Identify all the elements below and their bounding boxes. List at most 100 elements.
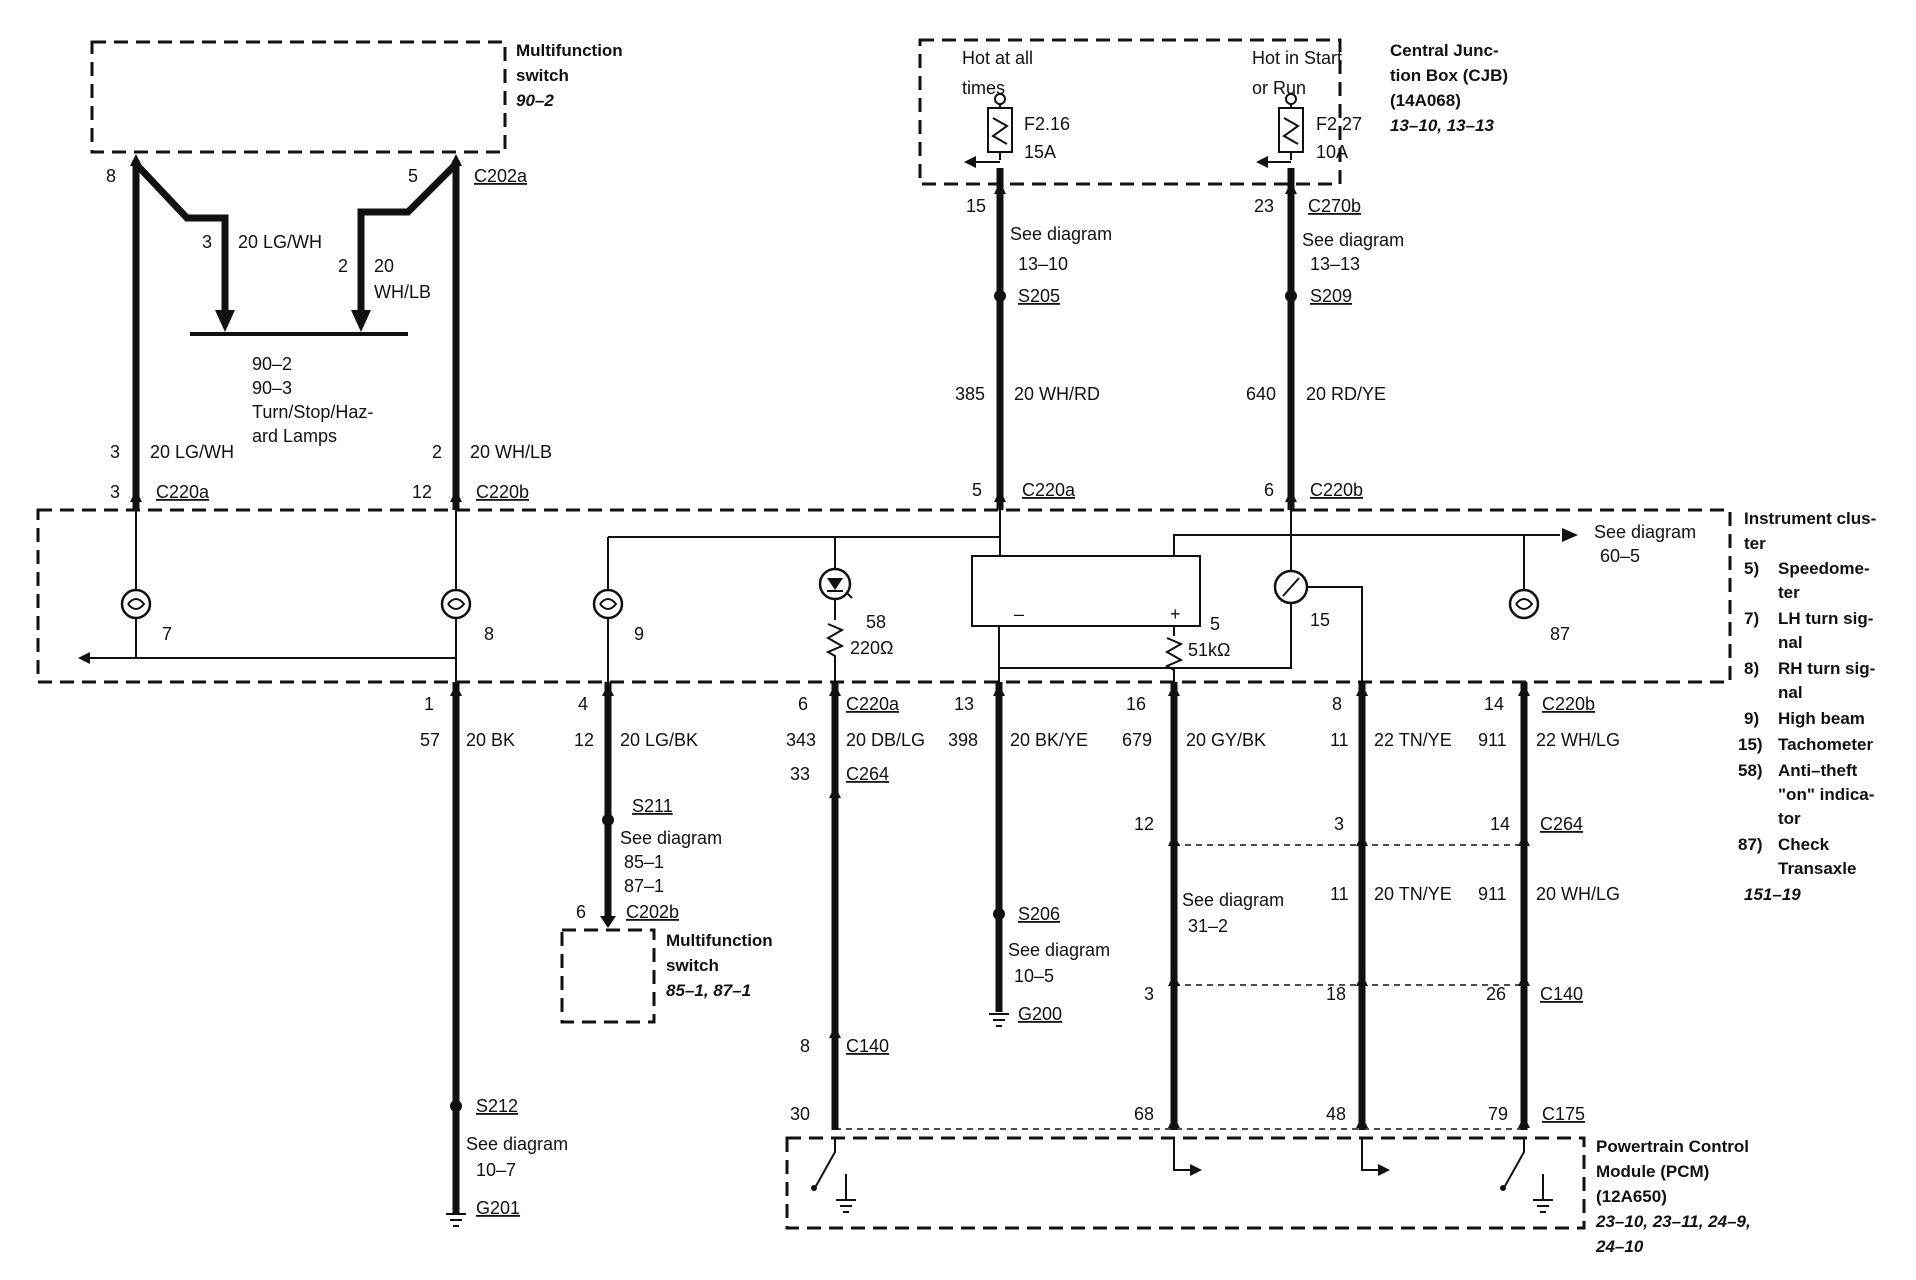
c3-wire: 20 DB/LG	[846, 730, 925, 750]
c7-conn4: C175	[1542, 1104, 1585, 1124]
c5-wire: 20 GY/BK	[1186, 730, 1266, 750]
led-58-num: 58	[866, 612, 886, 632]
multifunction-switch-box	[90, 40, 507, 154]
legend-7-b: nal	[1778, 633, 1803, 652]
c2-splice: S211	[632, 796, 673, 816]
legend-58-c: tor	[1778, 809, 1801, 828]
cjb-fuses	[964, 93, 1304, 168]
c5-p4: 68	[1134, 1104, 1154, 1124]
cjb-r-cconn: C220b	[1310, 480, 1363, 500]
cjb-r-circ: 640	[1246, 384, 1276, 404]
cluster-internals	[78, 510, 1578, 690]
tach-15-num: 15	[1310, 610, 1330, 630]
speedo-minus: –	[1014, 604, 1024, 624]
c2-cpin: 6	[576, 902, 586, 922]
c7-circ2: 911	[1478, 884, 1507, 904]
c5-pin: 16	[1126, 694, 1146, 714]
cjb-l-cconn: C220a	[1022, 480, 1076, 500]
c7-conn2: C264	[1540, 814, 1583, 834]
right-wire-label: 20 WH/LB	[470, 442, 552, 462]
hot1-a: Hot at all	[962, 48, 1033, 68]
cjb-wires	[994, 168, 1297, 510]
bulb-87-num: 87	[1550, 624, 1570, 644]
hot2-b: or Run	[1252, 78, 1306, 98]
mfs-pin-8: 8	[106, 166, 116, 186]
c4-wire: 20 BK/YE	[1010, 730, 1088, 750]
lower-wires	[446, 682, 1530, 1227]
c1-gnd: G201	[476, 1198, 520, 1218]
c6-p4: 48	[1326, 1104, 1346, 1124]
mfs-title-2: switch	[516, 66, 569, 85]
bulb-8-num: 8	[484, 624, 494, 644]
c2-see: See diagram	[620, 828, 722, 848]
c3-p4: 30	[790, 1104, 810, 1124]
r-220: 220Ω	[850, 638, 894, 658]
speedo-plus: +	[1170, 604, 1181, 624]
r-51k: 51kΩ	[1188, 640, 1230, 660]
cjb-r-ref: 13–13	[1310, 254, 1360, 274]
cjb-l-circ: 385	[955, 384, 985, 404]
legend-7-a: LH turn sig-	[1778, 609, 1873, 628]
c3-conn3: C140	[846, 1036, 889, 1056]
c6-wire: 22 TN/YE	[1374, 730, 1452, 750]
c1-splice: S212	[476, 1096, 518, 1116]
c7-conn: C220b	[1542, 694, 1595, 714]
cluster-see-a: See diagram	[1594, 522, 1696, 542]
c1-circ: 57	[420, 730, 440, 750]
right-conn: C220b	[476, 482, 529, 502]
mfs-title-1: Multifunction	[516, 41, 623, 60]
mfs-w2-wire-a: 20	[374, 256, 394, 276]
pcm-title-1: Powertrain Control	[1596, 1137, 1749, 1156]
bulb-9-num: 9	[634, 624, 644, 644]
legend-15-n: 15)	[1738, 735, 1763, 754]
c7-p3: 26	[1486, 984, 1506, 1004]
fuse1-amp: 15A	[1024, 142, 1056, 162]
c3-conn: C220a	[846, 694, 900, 714]
left-wire-label: 20 LG/WH	[150, 442, 234, 462]
hot2-a: Hot in Start	[1252, 48, 1342, 68]
high-beam-bulb	[592, 588, 624, 620]
legend-87-a: Check	[1778, 835, 1830, 854]
bulb-7-num: 7	[162, 624, 172, 644]
c1-ref: 10–7	[476, 1160, 516, 1180]
c7-wire: 22 WH/LG	[1536, 730, 1620, 750]
c5-p3: 3	[1144, 984, 1154, 1004]
left-wire-pin: 3	[110, 442, 120, 462]
mfs-conn: C202a	[474, 166, 528, 186]
c7-p4: 79	[1488, 1104, 1508, 1124]
legend-58-n: 58)	[1738, 761, 1763, 780]
c3-circ: 343	[786, 730, 816, 750]
mfs-w3-wire: 20 LG/WH	[238, 232, 322, 252]
lamps-line-3: Turn/Stop/Haz-	[252, 402, 373, 422]
c7-wire2: 20 WH/LG	[1536, 884, 1620, 904]
cjb-l-pin: 15	[966, 196, 986, 216]
legend-5-n: 5)	[1744, 559, 1759, 578]
c7-circ: 911	[1478, 730, 1507, 750]
cluster-ref: 151–19	[1744, 885, 1801, 904]
c4-see: See diagram	[1008, 940, 1110, 960]
legend-7-n: 7)	[1744, 609, 1759, 628]
right-wire-pin: 2	[432, 442, 442, 462]
legend-9-a: High beam	[1778, 709, 1865, 728]
c2-wire: 20 LG/BK	[620, 730, 698, 750]
c2-circ: 12	[574, 730, 594, 750]
pcm-ref-1: 23–10, 23–11, 24–9,	[1595, 1212, 1751, 1231]
mfs2-ref: 85–1, 87–1	[666, 981, 751, 1000]
left-conn: C220a	[156, 482, 210, 502]
c2-ref1: 85–1	[624, 852, 664, 872]
c4-gnd: G200	[1018, 1004, 1062, 1024]
c3-p2: 33	[790, 764, 810, 784]
c3-pin: 6	[798, 694, 808, 714]
check-transaxle-bulb	[1508, 588, 1540, 620]
legend-87-b: Transaxle	[1778, 859, 1856, 878]
c5-circ: 679	[1122, 730, 1152, 750]
fuse1-id: F2.16	[1024, 114, 1070, 134]
legend-5-b: ter	[1778, 583, 1800, 602]
fuse2-amp: 10A	[1316, 142, 1348, 162]
c2-pin: 4	[578, 694, 588, 714]
cjb-r-wire: 20 RD/YE	[1306, 384, 1386, 404]
mfs2-title-2: switch	[666, 956, 719, 975]
mfs-pin-5: 5	[408, 166, 418, 186]
c4-ref: 10–5	[1014, 966, 1054, 986]
